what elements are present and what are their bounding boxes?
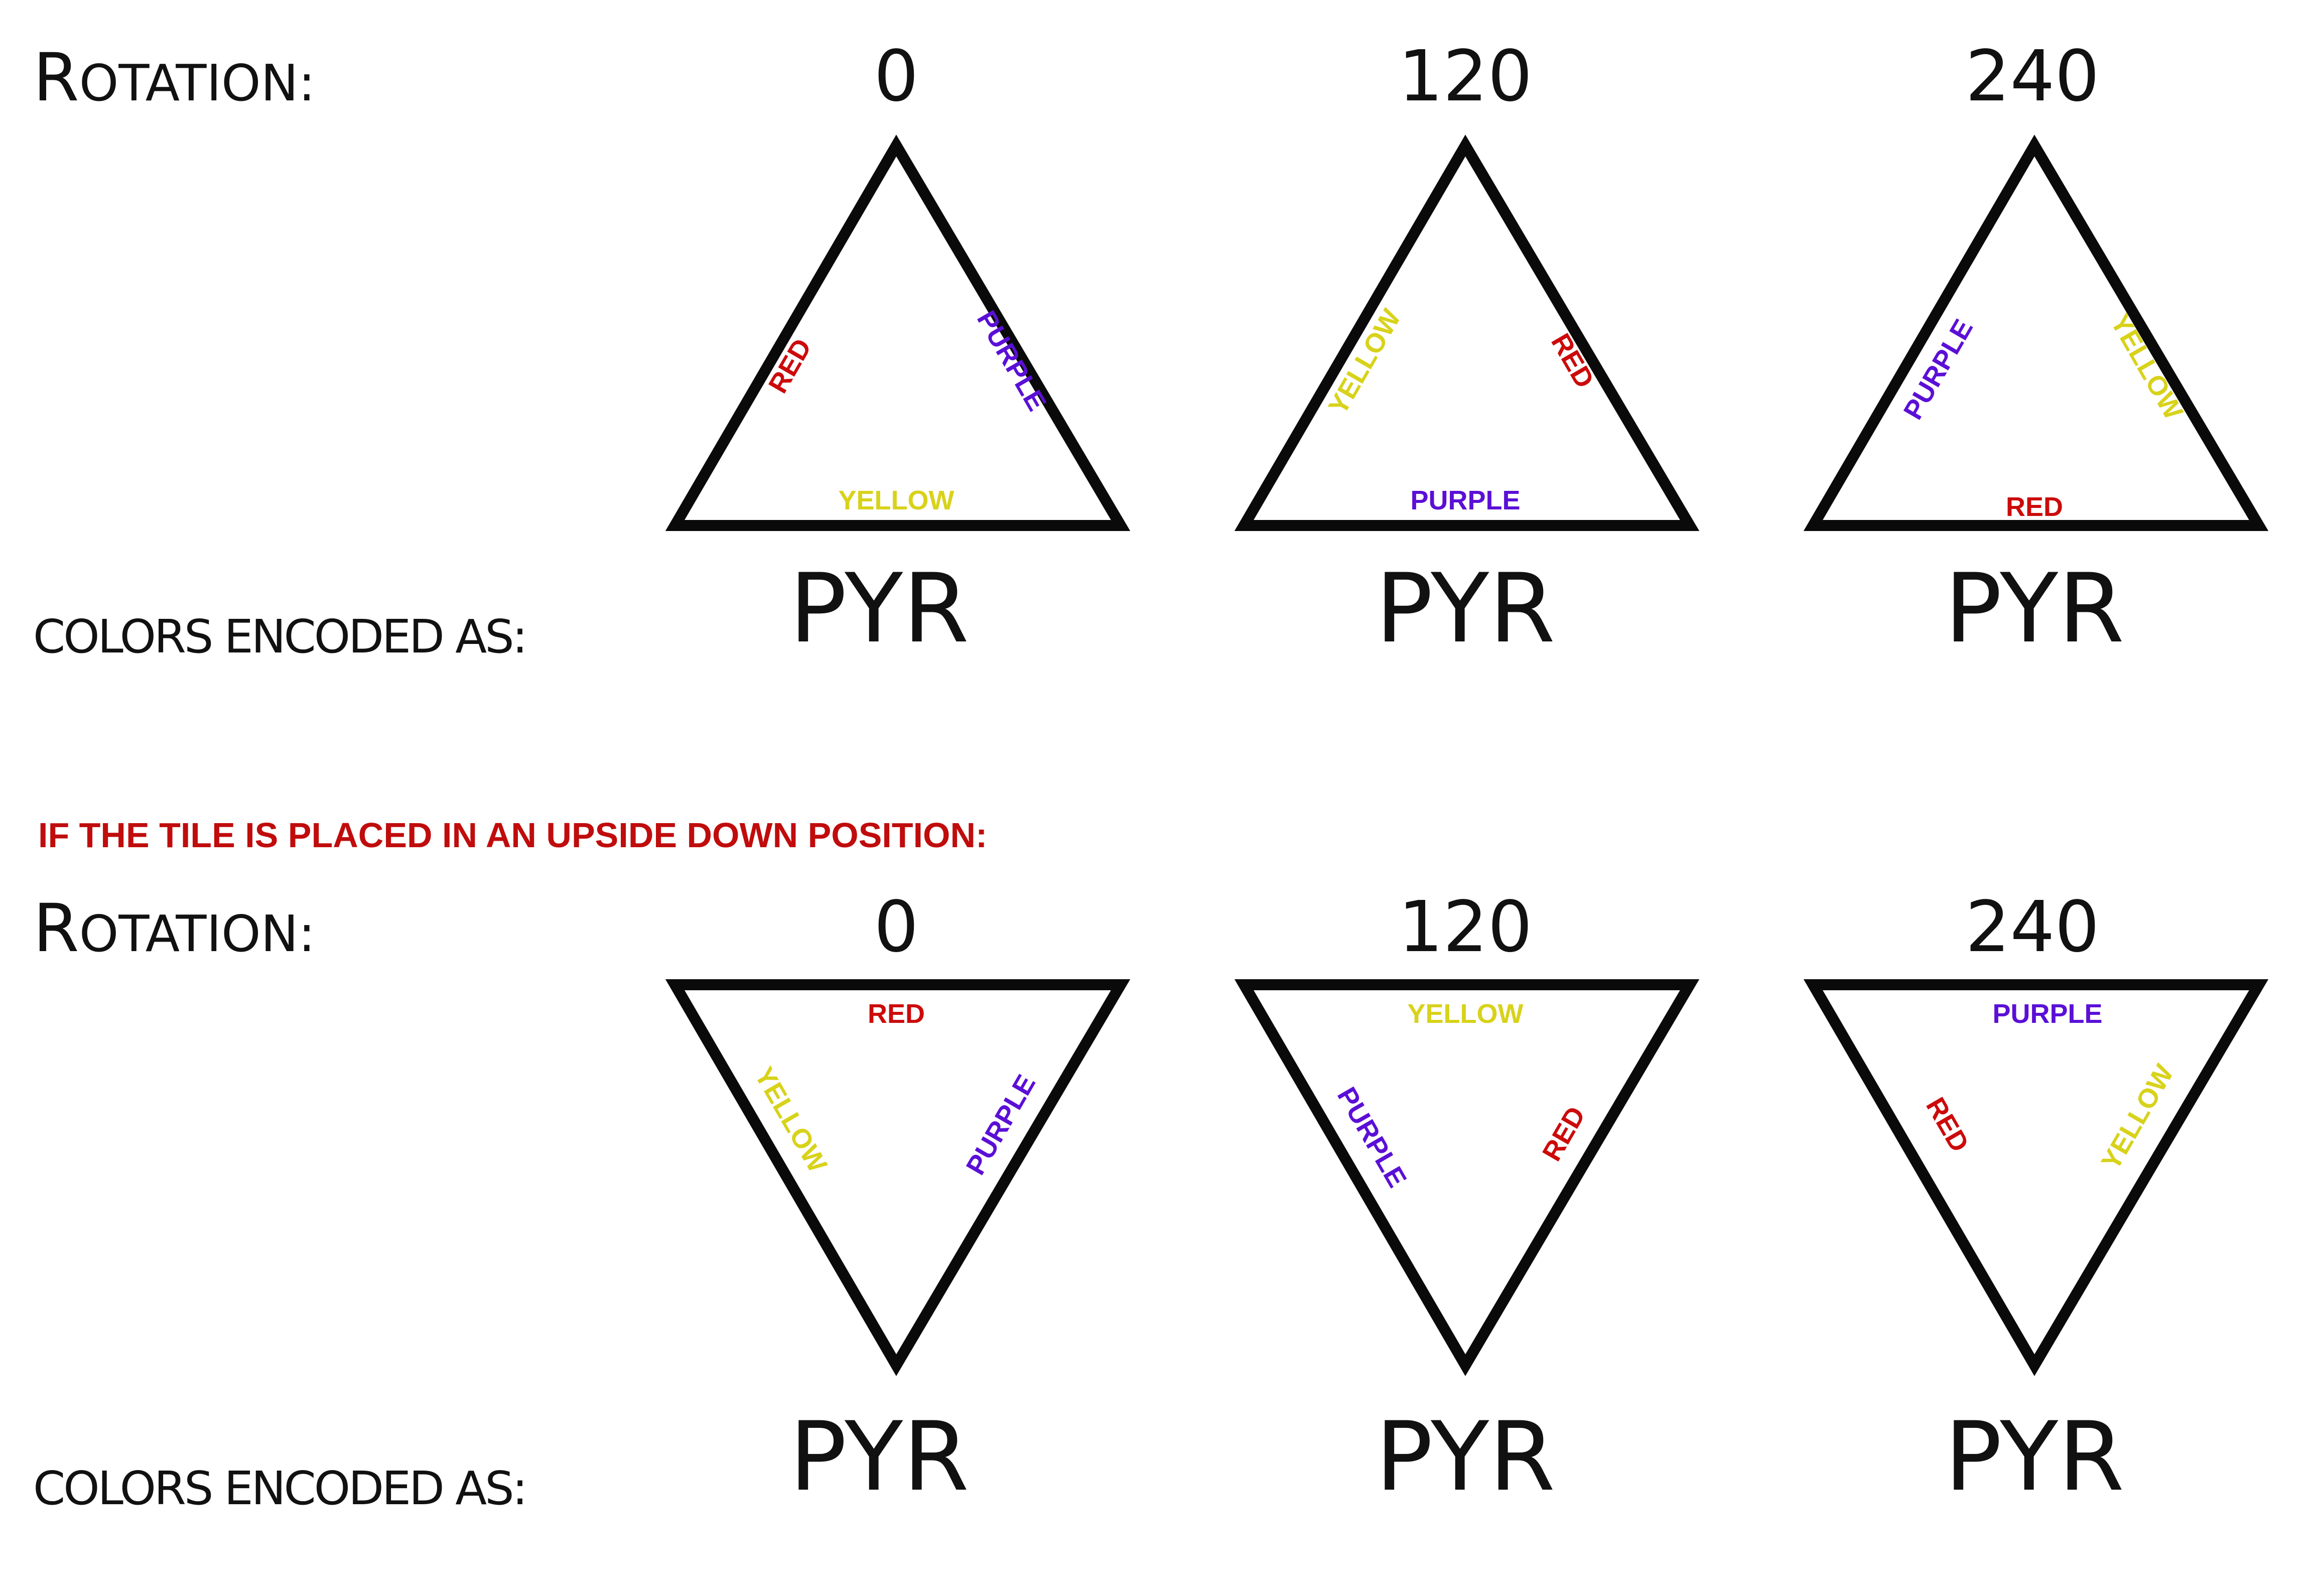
edge-label-top: RED [868,999,925,1029]
edge-label-right: PURPLE [971,306,1052,416]
rotation-angle: 120 [1398,36,1532,117]
color-code: PYR [1945,1401,2124,1512]
rotation-angle: 0 [874,886,918,968]
edge-label-left: PURPLE [1331,1082,1412,1193]
triangle-tile [1803,135,2269,531]
tile-up-120: 120 YELLOW RED PURPLE PYR [1234,36,1700,664]
edge-label-bottom: YELLOW [839,485,954,515]
triangle-tile [1234,135,1700,531]
encoded-label-row1: COLORS ENCODED AS: [33,610,526,664]
rotation-angle: 240 [1965,36,2099,117]
rotation-label-row2: ROTATION: [33,890,315,967]
edge-label-top: PURPLE [1992,999,2102,1029]
color-code: PYR [789,553,969,664]
tile-down-120: 120 YELLOW PURPLE RED PYR [1234,886,1700,1512]
triangle-tile [665,135,1131,531]
edge-label-left: RED [1920,1093,1975,1157]
upside-down-notice: IF THE TILE IS PLACED IN AN UPSIDE DOWN … [38,816,987,855]
edge-label-top: YELLOW [1408,999,1524,1029]
encoded-label-row2: COLORS ENCODED AS: [33,1462,526,1515]
rotation-angle: 240 [1965,886,2099,968]
tile-down-0: 0 RED YELLOW PURPLE PYR [665,886,1131,1512]
rotation-angle: 0 [874,36,918,117]
color-code: PYR [1376,553,1555,664]
edge-label-bottom: PURPLE [1410,485,1520,515]
color-code: PYR [1376,1401,1555,1512]
color-code: PYR [789,1401,969,1512]
edge-label-right: YELLOW [2096,1060,2179,1175]
triangle-tile [1803,979,2269,1376]
color-code: PYR [1945,553,2124,664]
edge-label-bottom: RED [2006,492,2063,522]
triangle-tile [665,979,1131,1376]
tile-down-240: 240 PURPLE RED YELLOW PYR [1803,886,2269,1512]
edge-label-right: PURPLE [961,1070,1041,1180]
edge-label-left: YELLOW [749,1062,833,1177]
triangle-tile [1234,979,1700,1376]
rotation-label-row1: ROTATION: [33,39,315,116]
tile-up-0: 0 RED PURPLE YELLOW PYR [665,36,1131,664]
rotation-angle: 120 [1398,886,1532,968]
tile-up-240: 240 PURPLE YELLOW RED PYR [1803,36,2269,664]
